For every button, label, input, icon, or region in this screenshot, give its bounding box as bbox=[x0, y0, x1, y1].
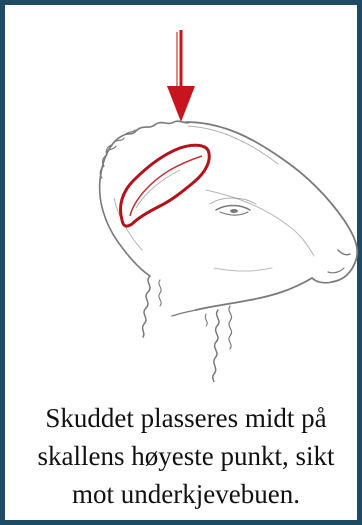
caption-line-3: mot underkjevebuen. bbox=[38, 475, 335, 513]
down-arrow-icon bbox=[167, 30, 195, 122]
ear-outline-highlight bbox=[121, 145, 210, 226]
caption-line-1: Skuddet plasseres midt på bbox=[38, 399, 335, 437]
caption-line-2: skallens høyeste punkt, sikt bbox=[38, 437, 335, 475]
sheep-head-drawing bbox=[100, 121, 358, 382]
sheep-head-illustration bbox=[10, 10, 362, 382]
caption-text: Skuddet plasseres midt på skallens høyes… bbox=[10, 387, 362, 525]
